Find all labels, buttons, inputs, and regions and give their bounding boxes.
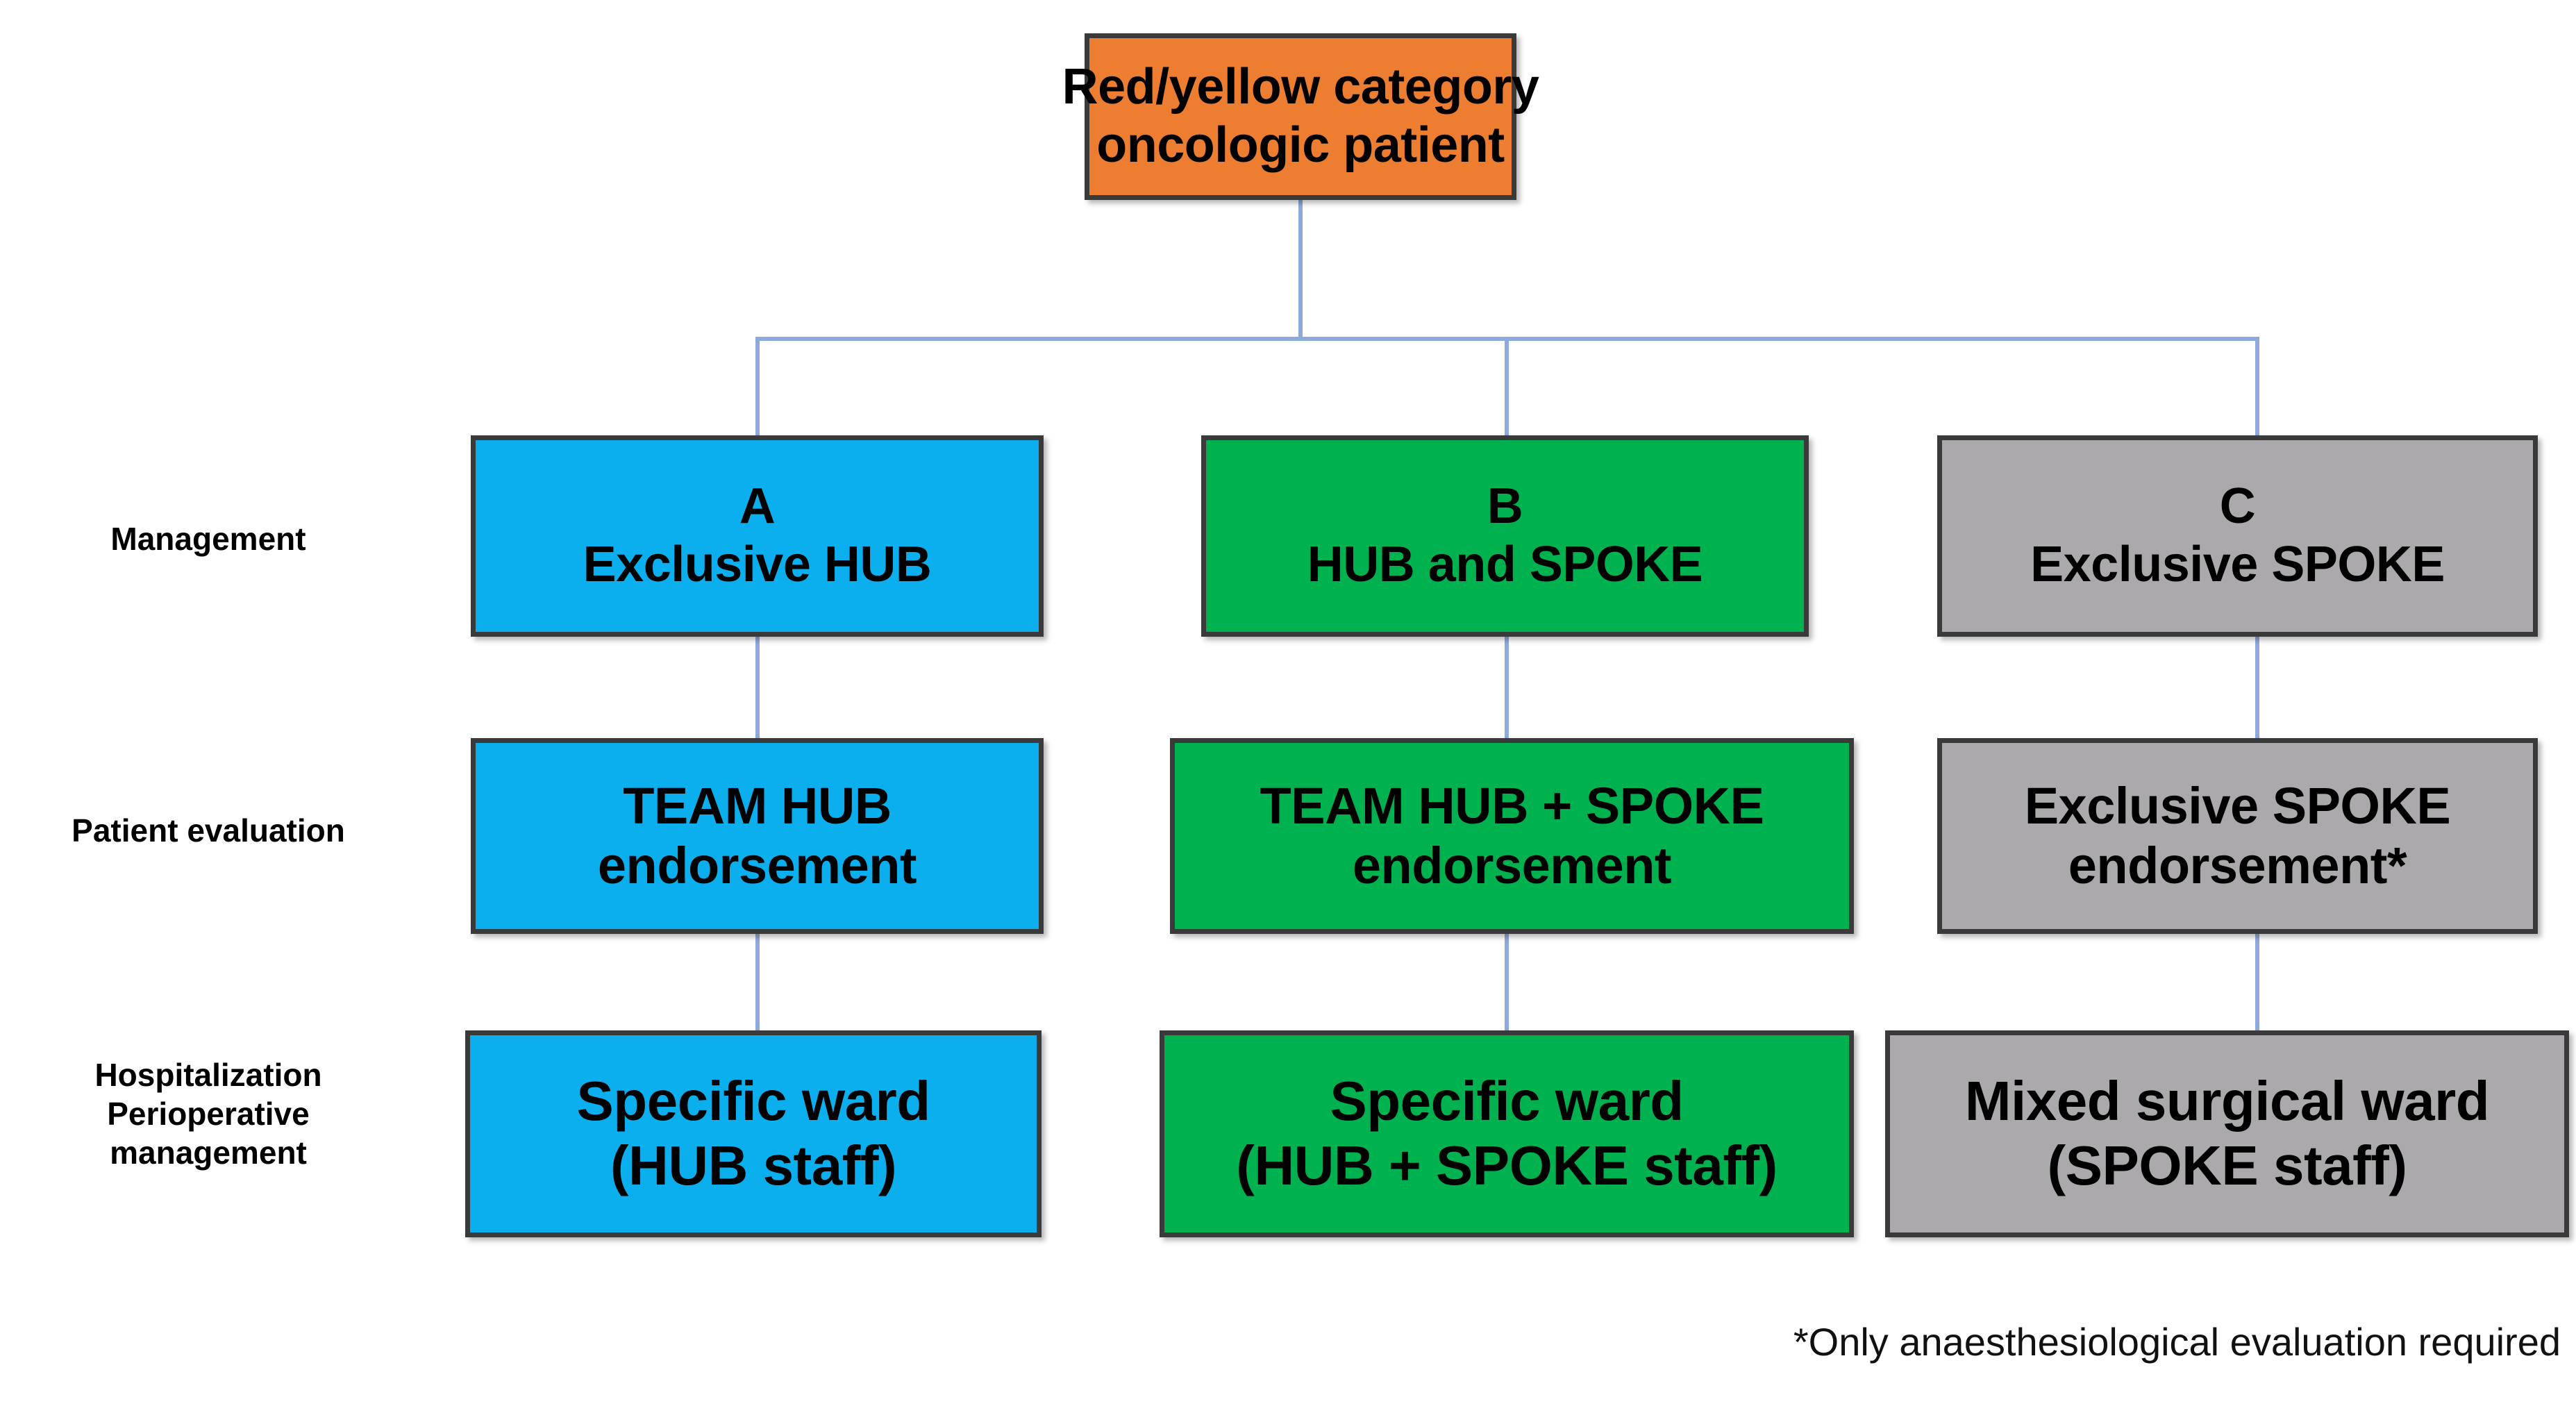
connector-a1-to-a2 — [755, 635, 760, 741]
node-a-evaluation-line1: TEAM HUB — [623, 777, 892, 835]
node-a-hospitalization-line1: Specific ward — [576, 1070, 930, 1132]
node-b-hospitalization-line1: Specific ward — [1330, 1070, 1684, 1132]
node-c-evaluation-line1: Exclusive SPOKE — [2024, 777, 2451, 835]
footnote-anaesthesiological: *Only anaesthesiological evaluation requ… — [1793, 1320, 2561, 1364]
connector-c1-to-c2 — [2255, 635, 2259, 741]
connector-bus-to-b1 — [1505, 337, 1509, 437]
node-b-hospitalization-line2: (HUB + SPOKE staff) — [1236, 1135, 1778, 1196]
node-a-management-line2: Exclusive HUB — [583, 537, 932, 592]
node-a-management[interactable]: A Exclusive HUB — [471, 435, 1044, 637]
node-root-oncologic-patient[interactable]: Red/yellow category oncologic patient — [1062, 33, 1539, 200]
node-a-evaluation-line2: endorsement — [597, 837, 917, 894]
connector-bus-to-a1 — [755, 337, 760, 437]
node-b-hospitalization[interactable]: Specific ward (HUB + SPOKE staff) — [1160, 1030, 1854, 1237]
node-a-hospitalization[interactable]: Specific ward (HUB staff) — [465, 1030, 1042, 1237]
row-label-patient-evaluation-line1: Patient evaluation — [72, 812, 345, 848]
row-label-management-line1: Management — [110, 521, 306, 557]
connector-b1-to-b2 — [1505, 635, 1509, 741]
node-a-management-line1: A — [739, 478, 776, 535]
node-c-evaluation-line2: endorsement* — [2068, 837, 2407, 894]
node-b-management-line1: B — [1487, 478, 1523, 535]
node-b-evaluation-line2: endorsement — [1352, 837, 1672, 894]
connector-c2-to-c3 — [2255, 933, 2259, 1034]
node-a-evaluation[interactable]: TEAM HUB endorsement — [471, 738, 1044, 934]
node-c-management[interactable]: C Exclusive SPOKE — [1937, 435, 2538, 637]
row-label-hospitalization-line2: Perioperative — [107, 1096, 310, 1132]
node-c-hospitalization[interactable]: Mixed surgical ward (SPOKE staff) — [1885, 1030, 2569, 1237]
node-root-line2: oncologic patient — [1096, 117, 1505, 173]
connector-root-stem — [1298, 200, 1303, 339]
node-root-line1: Red/yellow category — [1062, 59, 1539, 115]
connector-a2-to-a3 — [755, 933, 760, 1034]
node-a-hospitalization-line2: (HUB staff) — [610, 1135, 897, 1196]
node-c-management-line1: C — [2219, 478, 2256, 535]
node-c-management-line2: Exclusive SPOKE — [2030, 537, 2445, 592]
connector-b2-to-b3 — [1505, 933, 1509, 1034]
row-label-hospitalization-line3: management — [110, 1135, 307, 1171]
connector-bus-to-c1 — [2255, 337, 2259, 437]
node-c-hospitalization-line1: Mixed surgical ward — [1964, 1070, 2490, 1132]
node-b-management[interactable]: B HUB and SPOKE — [1201, 435, 1809, 637]
node-b-evaluation-line1: TEAM HUB + SPOKE — [1260, 777, 1764, 835]
node-c-hospitalization-line2: (SPOKE staff) — [2047, 1135, 2408, 1196]
row-label-management: Management — [14, 519, 403, 558]
node-b-evaluation[interactable]: TEAM HUB + SPOKE endorsement — [1170, 738, 1854, 934]
node-c-evaluation[interactable]: Exclusive SPOKE endorsement* — [1937, 738, 2538, 934]
node-b-management-line2: HUB and SPOKE — [1307, 537, 1703, 592]
row-label-hospitalization: Hospitalization Perioperative management — [14, 1055, 403, 1172]
row-label-patient-evaluation: Patient evaluation — [14, 811, 403, 850]
row-label-hospitalization-line1: Hospitalization — [94, 1057, 322, 1093]
